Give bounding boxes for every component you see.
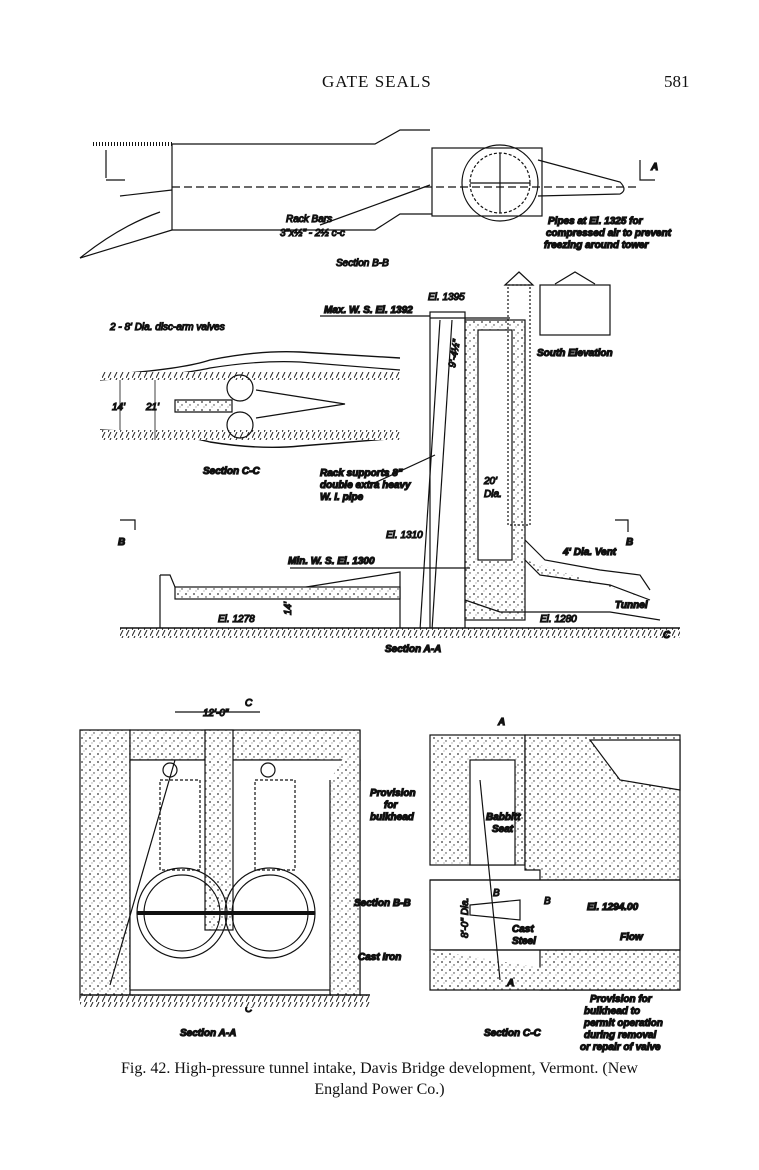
cast-iron-label: Cast Iron [358, 952, 401, 963]
rack-supports-1: Rack supports 8" [320, 468, 403, 479]
el-1395-label: El. 1395 [428, 292, 465, 303]
el-1280-label: El. 1280 [540, 614, 577, 625]
el-1310-label: El. 1310 [386, 530, 423, 541]
babbitt-2: Seat [492, 824, 514, 835]
el-1278-label: El. 1278 [218, 614, 255, 625]
mark-b-right: B [626, 537, 633, 548]
section-a-a-bottom: 12'-0" C C Section A-A [79, 697, 370, 1040]
dia-20-a: 20' [483, 476, 498, 487]
mark-c-bottom-a: C [245, 698, 253, 709]
south-elevation-label: South Elevation [537, 348, 613, 359]
mark-b-left: B [118, 537, 125, 548]
mark-a-top: A [497, 717, 505, 728]
mark-c-bottom-b: C [245, 1004, 253, 1015]
dim-14-a: 14' [283, 601, 294, 615]
mark-b-1: B [493, 888, 500, 899]
provision-2: for [384, 800, 398, 811]
provision-1: Provision [370, 788, 416, 799]
marker-a: A [650, 162, 658, 173]
pipes-note-3: freezing around tower [544, 240, 650, 251]
cast-steel-2: Steel [512, 936, 536, 947]
prov2-2: bulkhead to [584, 1006, 640, 1017]
provision-3: bulkhead [370, 812, 415, 823]
caption-line-1: Fig. 42. High-pressure tunnel intake, Da… [121, 1060, 638, 1077]
section-c-c-title-bottom: Section C-C [484, 1028, 541, 1039]
prov2-3: permit operation [583, 1018, 663, 1029]
section-a-a-title-top: Section A-A [385, 644, 441, 655]
dim-21: 21' [145, 402, 160, 413]
page-header: GATE SEALS 581 [0, 72, 759, 96]
section-a-a-title-bottom: Section A-A [180, 1028, 236, 1039]
caption-line-2: England Power Co.) [314, 1081, 445, 1098]
running-head: GATE SEALS [322, 72, 432, 91]
section-a-a-elevation: Max. W. S. El. 1392 El. 1395 South Eleva… [117, 271, 680, 656]
vent-label: 4' Dia. Vent [562, 547, 617, 558]
dim-12-0: 12'-0" [203, 708, 229, 719]
section-c-c-bottom: Provision for bulkhead Babbitt Seat Sect… [353, 716, 681, 1054]
prov2-4: during removal [584, 1030, 656, 1041]
rack-supports-3: W. I. pipe [320, 492, 364, 503]
dim-14: 14' [112, 402, 126, 413]
cast-steel-1: Cast [512, 924, 534, 935]
dia-8-label: 8'-0" Dia. [460, 898, 471, 938]
figure-caption: Fig. 42. High-pressure tunnel intake, Da… [0, 1058, 759, 1100]
section-bb-label: Section B-B [354, 898, 411, 909]
rack-supports-2: double extra heavy [320, 480, 411, 491]
babbitt-1: Babbitt [486, 812, 521, 823]
max-ws-label: Max. W. S. El. 1392 [324, 305, 413, 316]
page-number: 581 [664, 72, 690, 91]
dia-20-b: Dia. [484, 489, 502, 500]
mark-c-right: C [663, 630, 671, 641]
section-b-b: Rack Bars 3"x½" - 2½ c-c Pipes at El. 13… [79, 129, 672, 270]
tunnel-label: Tunnel [615, 600, 648, 611]
mark-b-2: B [544, 896, 551, 907]
prov2-1: Provision for [590, 994, 653, 1005]
section-c-c-title: Section C-C [203, 466, 260, 477]
flow-label: Flow [620, 932, 644, 943]
dim-9-4: 9'-4½" [447, 338, 463, 368]
section-b-b-title: Section B-B [336, 258, 389, 269]
min-ws-label: Min. W. S. El. 1300 [288, 556, 375, 567]
mark-a-bottom: A [506, 978, 514, 989]
prov2-5: or repair of valve [580, 1042, 661, 1053]
pipes-note-1: Pipes at El. 1325 for [548, 216, 644, 227]
el-1294-label: El. 1294.00 [587, 902, 639, 913]
section-c-c: 2 - 8' Dia. disc-arm valves 14' 21' Sect… [99, 321, 401, 478]
valves-label: 2 - 8' Dia. disc-arm valves [109, 322, 225, 333]
rack-bars-dims: 3"x½" - 2½ c-c [280, 228, 345, 239]
rack-bars-label: Rack Bars [286, 214, 332, 225]
pipes-note-2: compressed air to prevent [546, 228, 672, 239]
